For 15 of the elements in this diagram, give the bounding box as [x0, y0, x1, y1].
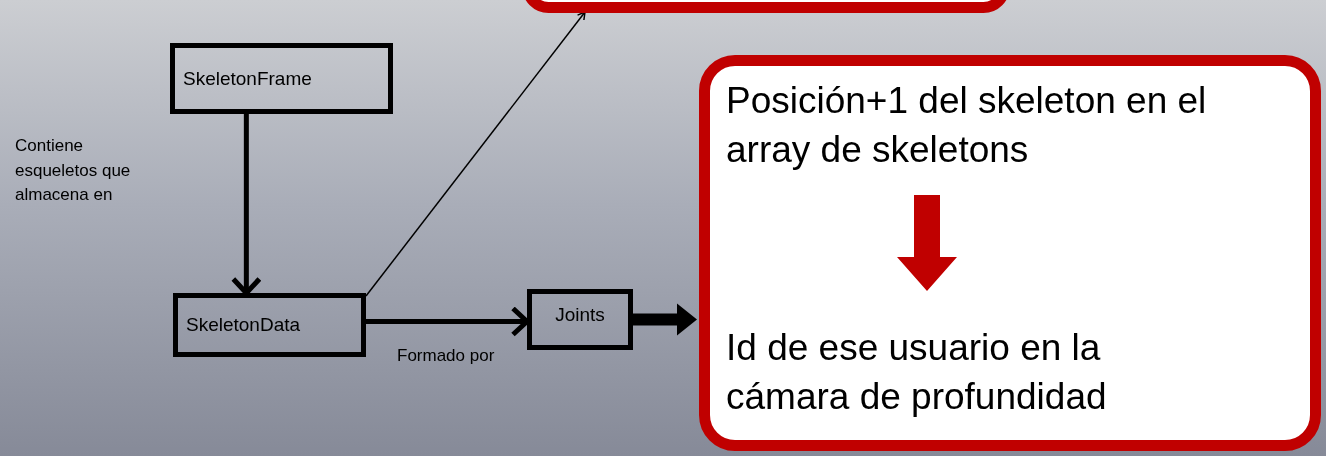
arrow — [366, 306, 530, 337]
class-name: Joints — [555, 304, 605, 326]
callout-text: Id de ese usuario en la cámara de profundidad — [726, 326, 1108, 420]
callout-text: Posición+1 del skeleton en el array de skeletons — [726, 79, 1208, 173]
class-name: SkeletonFrame — [183, 67, 312, 90]
annotation-text: Formado por — [397, 345, 496, 367]
block-arrow — [633, 303, 697, 336]
arrow — [365, 11, 586, 297]
annotation-text: Contiene esqueletos que almacena en — [15, 135, 132, 207]
class-box — [527, 289, 633, 350]
class-name: SkeletonData — [186, 314, 301, 336]
callout-box — [699, 55, 1321, 451]
class-box — [170, 43, 393, 114]
class-box — [173, 293, 366, 357]
arrow — [230, 114, 262, 296]
